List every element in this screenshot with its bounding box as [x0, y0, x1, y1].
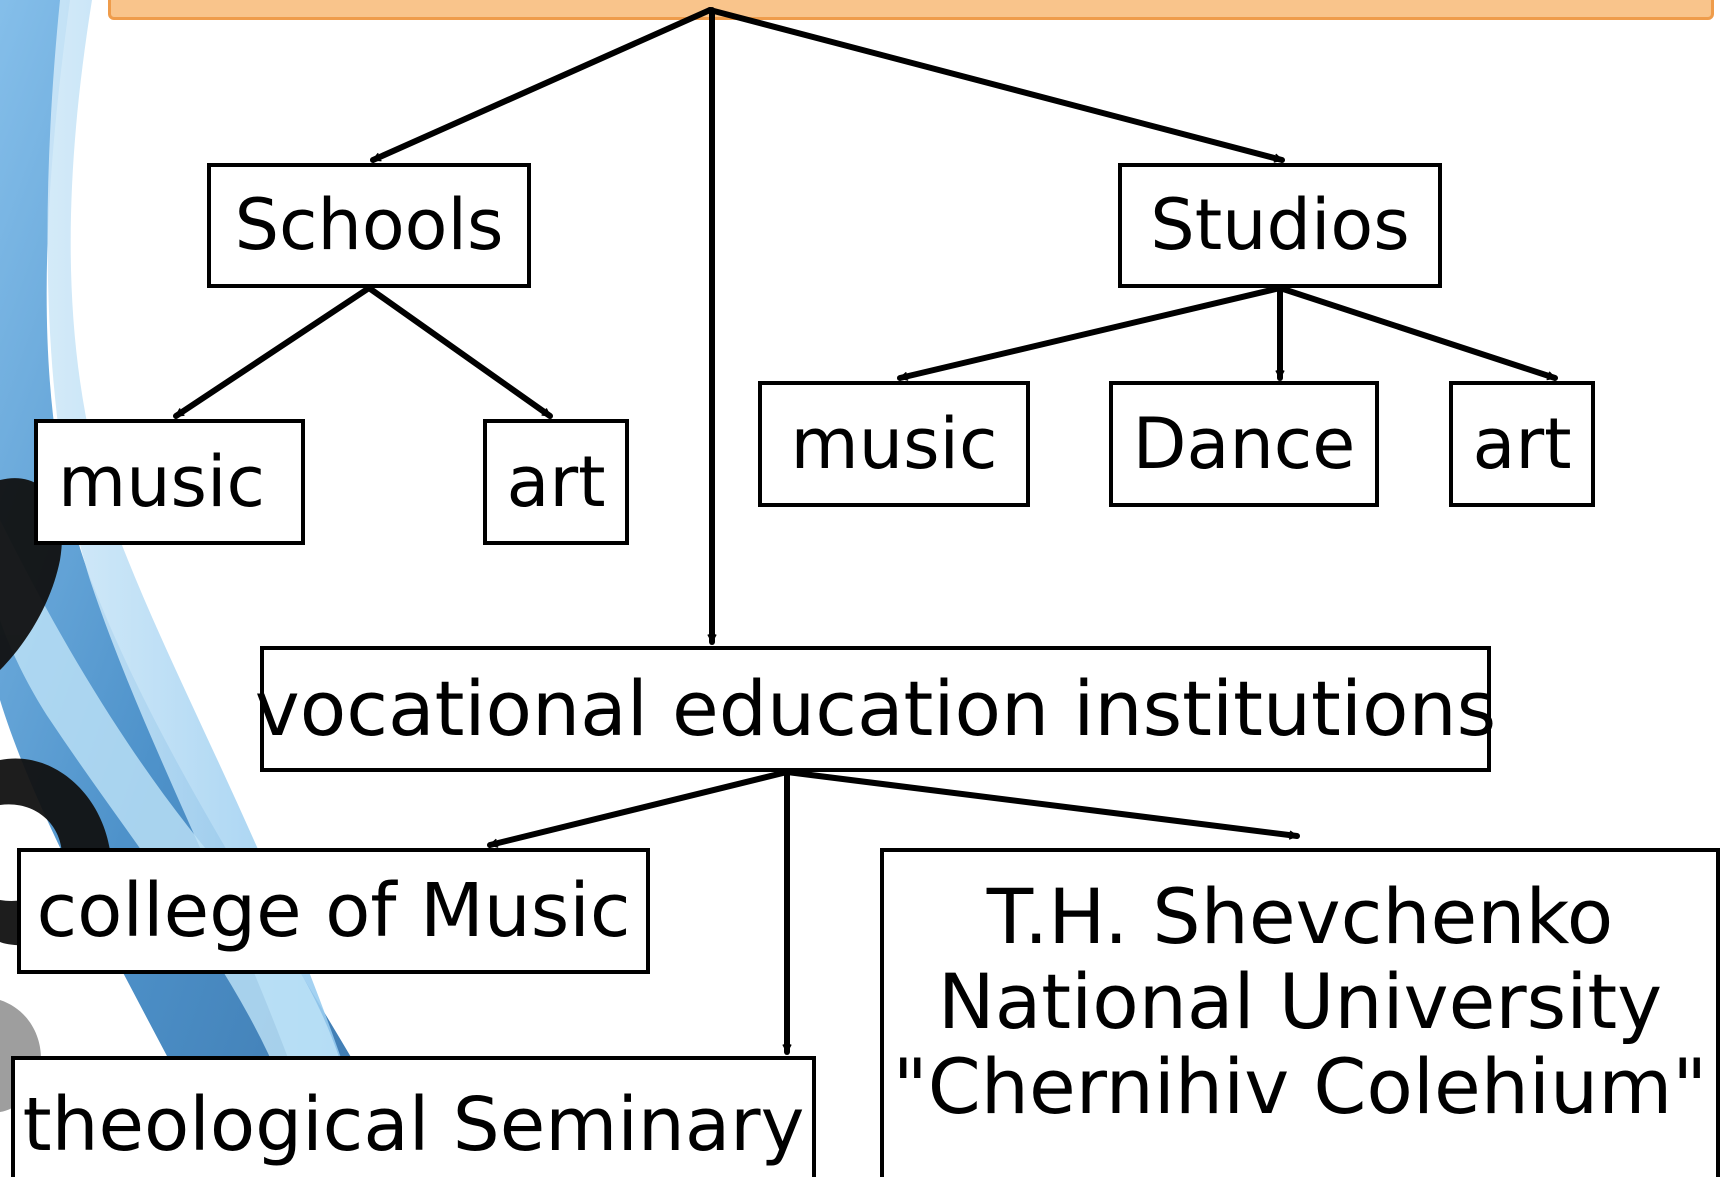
schools-music-node: music: [34, 419, 305, 545]
theological-seminary-label: theological Seminary: [22, 1082, 805, 1168]
light-ribbon-shape: [47, 0, 380, 1177]
vocational-institutions-node: vocational education institutions: [255, 646, 1496, 772]
university-label-line3: "Chernihiv Colehium": [892, 1042, 1708, 1132]
studios-art-label: art: [1472, 402, 1572, 485]
arrow-schools-to-music: [173, 285, 372, 419]
arrow-banner-to-schools: [370, 7, 713, 163]
schools-label: Schools: [234, 184, 504, 267]
university-node: T.H. Shevchenko National University "Che…: [880, 848, 1720, 1177]
arrow-vocational-to-college: [487, 769, 790, 848]
arrow-studios-to-art: [1277, 285, 1558, 381]
schools-art-node: art: [483, 419, 629, 545]
schools-art-label: art: [506, 440, 606, 523]
studios-label: Studios: [1150, 184, 1410, 267]
vocational-institutions-label: vocational education institutions: [254, 664, 1497, 754]
college-of-music-label: college of Music: [36, 867, 631, 954]
college-of-music-node: college of Music: [17, 848, 650, 974]
theological-seminary-node: theological Seminary: [11, 1056, 816, 1177]
top-banner: [108, 0, 1714, 20]
schools-music-label: music: [58, 440, 265, 523]
studios-dance-label: Dance: [1132, 402, 1356, 485]
arrow-schools-to-art: [366, 285, 553, 419]
studios-music-node: music: [758, 381, 1030, 507]
university-label-line1: T.H. Shevchenko: [986, 872, 1614, 961]
university-label-line2: National University: [937, 957, 1663, 1047]
studios-node: Studios: [1118, 163, 1442, 288]
arrow-vocational-to-university: [784, 769, 1300, 836]
studios-music-label: music: [790, 402, 998, 485]
studios-dance-node: Dance: [1109, 381, 1379, 507]
arrow-studios-to-music: [897, 285, 1283, 381]
schools-node: Schools: [207, 163, 531, 288]
studios-art-node: art: [1449, 381, 1595, 507]
arrow-banner-to-studios: [707, 7, 1285, 163]
